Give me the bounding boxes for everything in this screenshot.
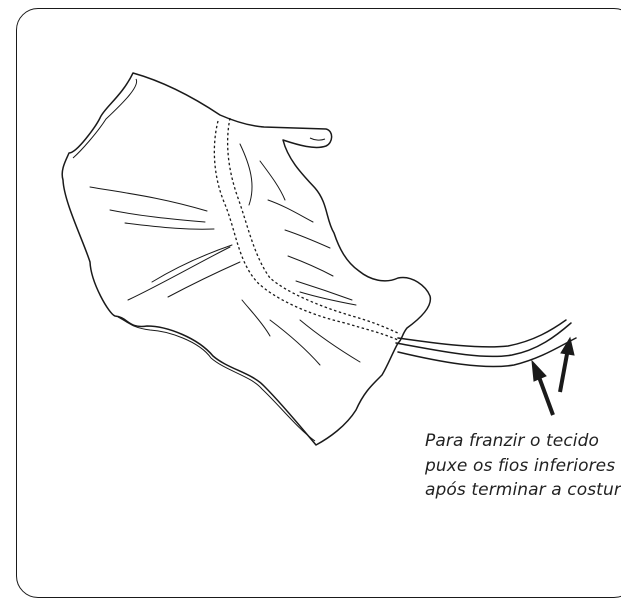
fabric-hem — [72, 78, 326, 442]
gather-folds — [89, 143, 361, 366]
instruction-caption: Para franzir o tecido puxe os fios infer… — [425, 429, 621, 503]
thread-tails-icon — [395, 319, 577, 368]
stitch-lines — [213, 117, 401, 341]
caption-line-3: após terminar a costura — [425, 480, 621, 500]
arrow-icon — [531, 336, 575, 416]
fabric-outline — [61, 72, 432, 446]
gathering-illustration — [61, 72, 577, 446]
caption-line-2: puxe os fios inferiores — [425, 455, 616, 476]
caption-line-1: Para franzir o tecido — [425, 431, 599, 451]
